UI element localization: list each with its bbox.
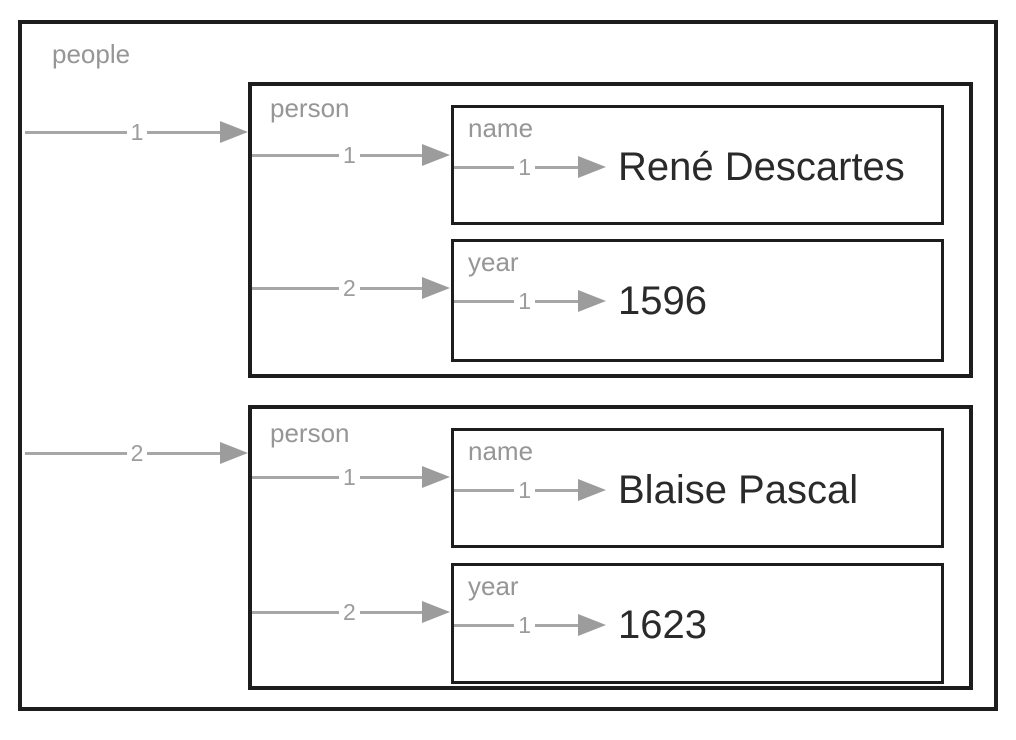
people-label: people	[52, 39, 131, 69]
name-1-inner-arrow: 1	[454, 155, 606, 179]
year-1-label: year	[468, 247, 519, 277]
name-1-value: René Descartes	[618, 145, 905, 189]
arrow-index-label: 1	[343, 463, 356, 490]
name-1-label: name	[468, 113, 534, 143]
arrow-line	[454, 165, 515, 169]
name-2-value: Blaise Pascal	[618, 468, 859, 512]
year-1-value-row: 1 1596	[454, 279, 707, 323]
arrow-line	[535, 299, 578, 303]
arrow-line	[535, 488, 578, 492]
arrow-line	[252, 153, 340, 157]
arrow-head-icon	[422, 277, 450, 299]
arrow-index-label: 2	[343, 598, 356, 625]
arrow-line	[359, 610, 422, 614]
arrow-line	[535, 623, 578, 627]
person-2-index-2-arrow: 2	[252, 600, 450, 624]
year-2-box	[451, 563, 944, 684]
arrow-line	[535, 165, 578, 169]
name-1-box	[451, 105, 944, 225]
person-1-index-2-arrow: 2	[252, 276, 450, 300]
people-index-2-arrow: 2	[25, 441, 248, 465]
year-2-value: 1623	[618, 603, 707, 647]
arrow-line	[454, 299, 515, 303]
arrow-line	[25, 451, 127, 455]
arrow-line	[252, 475, 340, 479]
year-1-value: 1596	[618, 279, 707, 323]
arrow-head-icon	[578, 290, 606, 312]
year-2-label: year	[468, 571, 519, 601]
arrow-line	[252, 286, 340, 290]
year-1-box	[451, 239, 944, 362]
arrow-line	[25, 130, 127, 134]
arrow-index-label: 1	[518, 611, 531, 638]
arrow-line	[359, 475, 422, 479]
arrow-index-label: 1	[130, 118, 144, 145]
arrow-head-icon	[422, 466, 450, 488]
arrow-head-icon	[578, 614, 606, 636]
name-2-label: name	[468, 436, 534, 466]
arrow-line	[359, 153, 422, 157]
arrow-head-icon	[578, 156, 606, 178]
arrow-line	[147, 130, 220, 134]
arrow-index-label: 2	[343, 274, 356, 301]
name-2-inner-arrow: 1	[454, 478, 606, 502]
arrow-index-label: 2	[130, 439, 144, 466]
arrow-head-icon	[220, 121, 248, 143]
people-index-1-arrow: 1	[25, 120, 248, 144]
arrow-index-label: 1	[518, 287, 531, 314]
person-1-index-1-arrow: 1	[252, 143, 450, 167]
person-2-index-1-arrow: 1	[252, 465, 450, 489]
arrow-head-icon	[422, 144, 450, 166]
arrow-line	[147, 451, 220, 455]
name-2-value-row: 1 Blaise Pascal	[454, 468, 858, 512]
name-1-value-row: 1 René Descartes	[454, 145, 905, 189]
person-2-label: person	[270, 418, 350, 448]
arrow-line	[252, 610, 340, 614]
arrow-index-label: 1	[518, 476, 531, 503]
arrow-head-icon	[422, 601, 450, 623]
year-2-value-row: 1 1623	[454, 603, 707, 647]
year-2-inner-arrow: 1	[454, 613, 606, 637]
arrow-index-label: 1	[518, 153, 531, 180]
person-1-label: person	[270, 93, 350, 123]
arrow-head-icon	[578, 479, 606, 501]
arrow-index-label: 1	[343, 141, 356, 168]
arrow-line	[454, 488, 515, 492]
arrow-head-icon	[220, 442, 248, 464]
arrow-line	[359, 286, 422, 290]
year-1-inner-arrow: 1	[454, 289, 606, 313]
arrow-line	[454, 623, 515, 627]
name-2-box	[451, 428, 944, 548]
